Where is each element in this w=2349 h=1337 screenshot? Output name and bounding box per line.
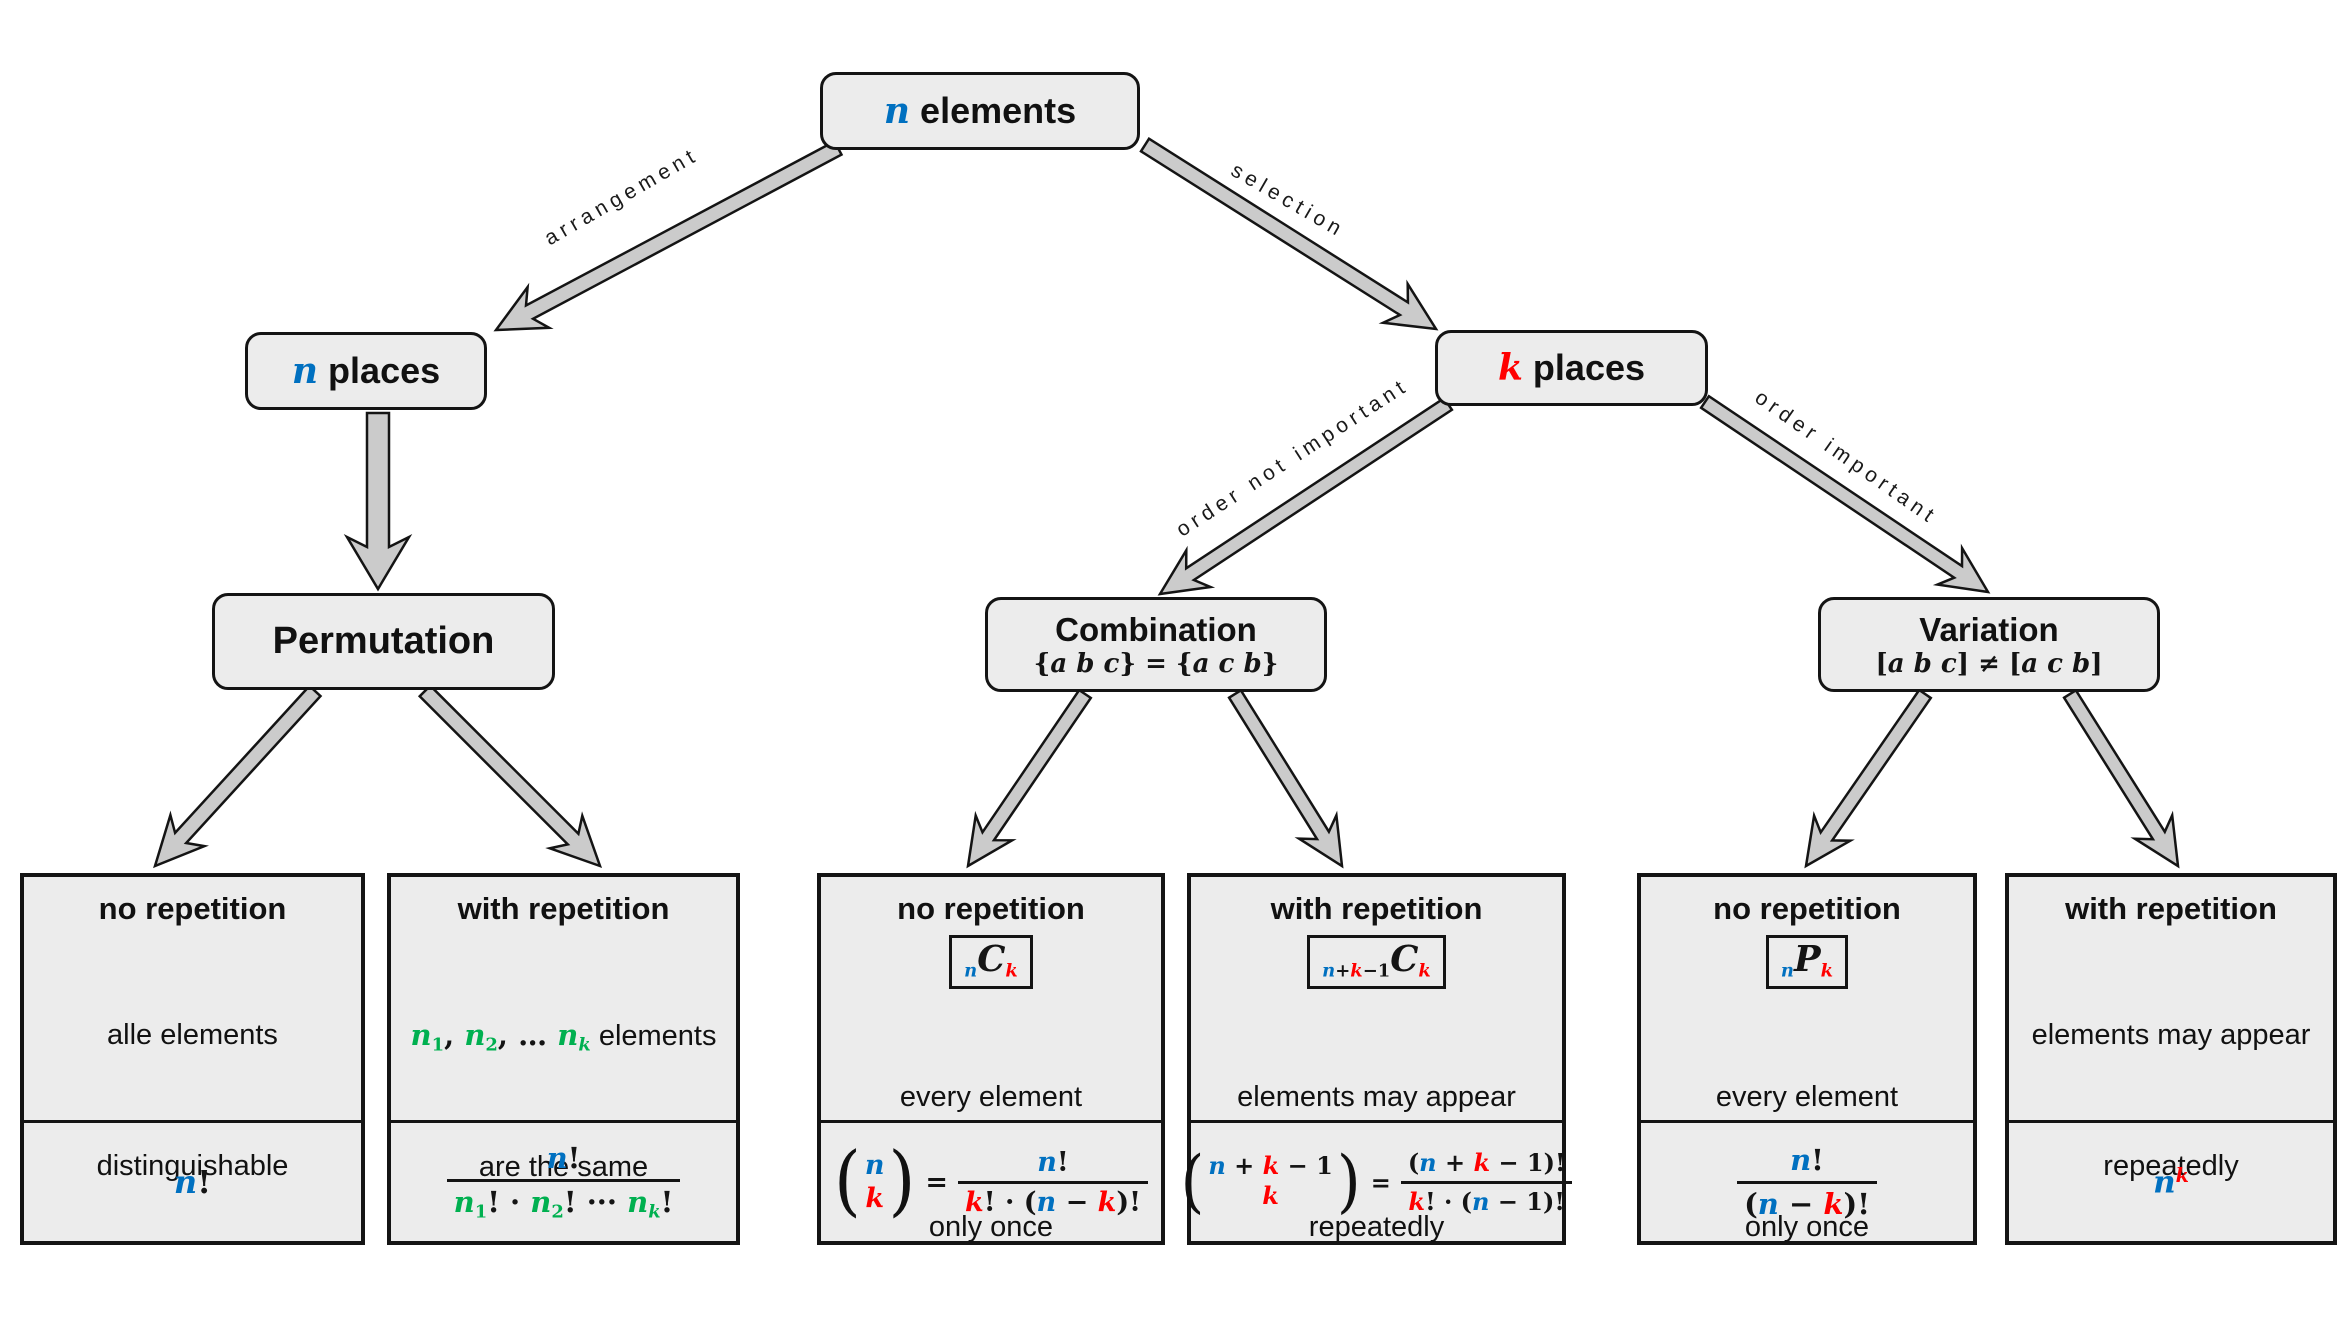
node-combination-example: {a b c} = {a c b} [1033,648,1279,679]
leaf-description: elements may appear repeatedly [1237,989,1516,1337]
node-n-places: n places [245,332,487,410]
leaf-upper: with repetition elements may appear repe… [2009,877,2333,1182]
node-n-elements: n elements [820,72,1140,150]
leaf-description-line: are the same [478,1151,649,1184]
leaf-description-line: elements may appear [2031,1019,2311,1051]
leaf-title: with repetition [457,891,670,926]
node-combination: Combination {a b c} = {a c b} [985,597,1327,692]
leaf-combination-no-repetition: no repetition nCk every element only onc… [817,873,1165,1245]
leaf-description-line: only once [1744,1211,1870,1244]
node-variation-title: Variation [1919,610,2059,648]
leaf-description-line: only once [928,1211,1054,1244]
leaf-title: no repetition [1713,891,1901,926]
leaf-title: with repetition [2065,891,2277,926]
leaf-upper: with repetition n+k−1Ck elements may app… [1191,877,1562,1243]
leaf-description-line: n1, n2, … nk elements [410,1018,717,1056]
leaf-description-line: distinguishable [96,1149,289,1182]
connector-arrows [153,136,2180,869]
leaf-description: every element only once [1716,989,1898,1337]
notation-chip: nCk [949,935,1033,989]
node-permutation: Permutation [212,593,555,690]
node-n-elements-label: n elements [883,90,1077,132]
leaf-combination-with-repetition: with repetition n+k−1Ck elements may app… [1181,873,1572,1245]
node-combination-title: Combination [1055,610,1257,648]
leaf-description-line: every element [1715,1080,1899,1113]
leaf-description-line: every element [899,1080,1083,1113]
notation-chip: n+k−1Ck [1307,935,1446,989]
leaf-description: elements may appear repeatedly [2032,927,2311,1275]
leaf-description-line: repeatedly [1308,1211,1445,1244]
leaf-variation-with-repetition: with repetition elements may appear repe… [2005,873,2337,1245]
leaf-permutation-with-repetition: with repetition n1, n2, … nk elements ar… [387,873,740,1245]
leaf-title: no repetition [897,891,1085,926]
leaf-upper: no repetition nPk every element only onc… [1641,877,1973,1243]
leaf-formula: n!n1! · n2! ··· nk! [391,1120,736,1241]
leaf-formula: n!(n − k)! [1641,1120,1973,1241]
leaf-formula: nk [2009,1120,2333,1241]
leaf-title: with repetition [1270,891,1483,926]
leaf-variation-no-repetition: no repetition nPk every element only onc… [1637,873,1977,1245]
leaf-upper: no repetition nCk every element only onc… [821,877,1161,1243]
leaf-title: no repetition [98,891,287,926]
leaf-description-line: elements may appear [1237,1080,1516,1113]
leaf-description: n1, n2, … nk elements are the same [411,927,717,1277]
node-k-places: k places [1435,330,1708,406]
leaf-permutation-no-repetition: no repetition alle elements distinguisha… [20,873,365,1245]
node-n-places-label: n places [291,350,441,392]
leaf-description-line: alle elements [107,1019,278,1051]
node-variation-example: [a b c] ≠ [a c b] [1875,648,2103,679]
notation-chip: nPk [1765,935,1849,989]
node-permutation-title: Permutation [272,620,495,662]
leaf-upper: with repetition n1, n2, … nk elements ar… [391,877,736,1183]
leaf-description-line: repeatedly [2103,1149,2239,1182]
leaf-upper: no repetition alle elements distinguisha… [24,877,361,1182]
node-variation: Variation [a b c] ≠ [a c b] [1818,597,2160,692]
node-k-places-label: k places [1497,347,1646,389]
leaf-formula: n! [24,1120,361,1241]
leaf-description: every element only once [900,989,1082,1337]
leaf-description: alle elements distinguishable [97,927,289,1275]
